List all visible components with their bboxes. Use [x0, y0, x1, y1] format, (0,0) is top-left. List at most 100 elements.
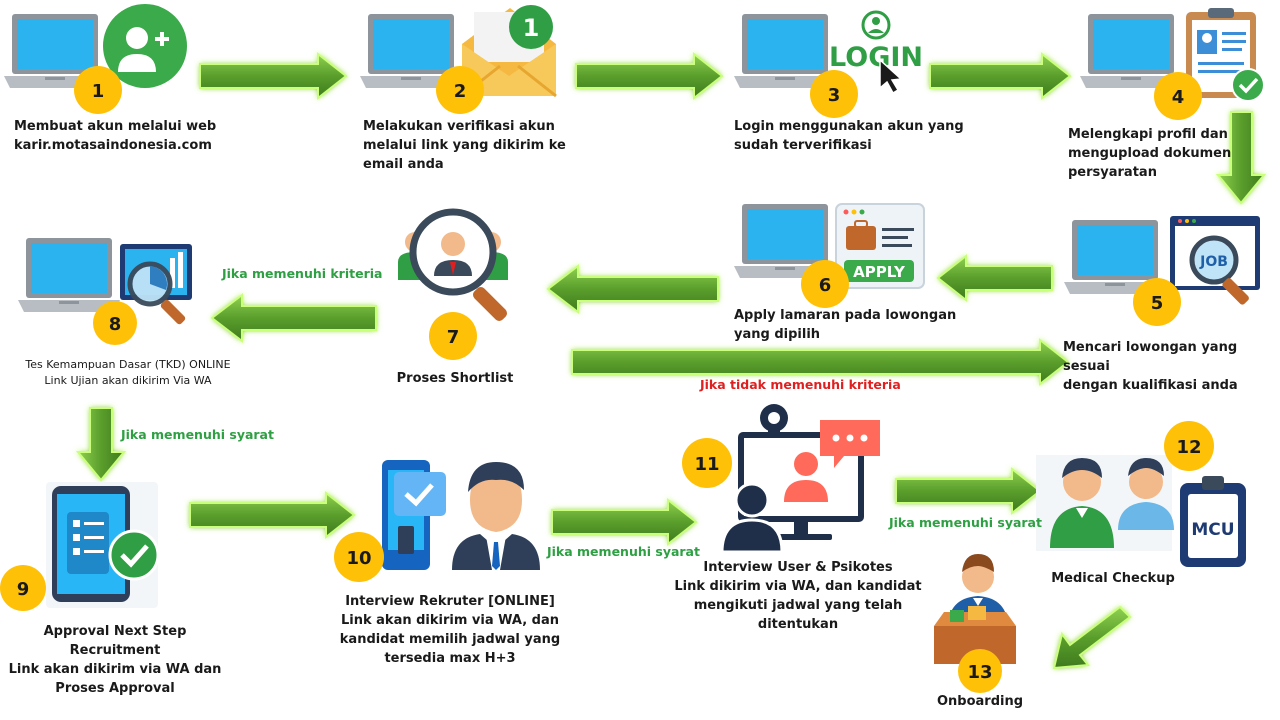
step-3-label: Login menggunakan akun yang sudah terver…: [734, 117, 964, 155]
label-line: Login menggunakan akun yang: [734, 119, 964, 134]
label-line: melalui link yang dikirim ke: [363, 138, 566, 153]
step-10-icons: [382, 460, 540, 570]
arrow-3-4: [929, 51, 1072, 101]
step-badge-8: 8: [93, 301, 137, 345]
step-6-label: Apply lamaran pada lowongan yang dipilih: [734, 306, 956, 344]
step-13-label: Onboarding: [920, 692, 1040, 711]
apply-icon: APPLY: [835, 203, 925, 289]
step-12-label: Medical Checkup: [1040, 569, 1186, 588]
step-badge-6: 6: [801, 260, 849, 308]
svg-text:8: 8: [109, 314, 122, 335]
label-line: Proses Shortlist: [396, 371, 514, 386]
svg-text:1: 1: [523, 14, 540, 42]
svg-text:1: 1: [92, 81, 105, 102]
label-line: kandidat memilih jadwal yang: [339, 632, 561, 647]
label-line: Proses Approval: [55, 681, 175, 696]
laptop-icon: [18, 238, 120, 312]
step-8-label: Tes Kemampuan Dasar (TKD) ONLINE Link Uj…: [8, 357, 248, 389]
step-badge-5: 5: [1133, 278, 1181, 326]
step-badge-2: 2: [436, 66, 484, 114]
label-line: sudah terverifikasi: [734, 138, 872, 153]
step-4-label: Melengkapi profil dan mengupload dokumen…: [1068, 125, 1231, 182]
step-12-icons: MCU: [1036, 455, 1246, 567]
arrow-11-12: [895, 466, 1042, 516]
interview-approval-icon: [382, 460, 446, 570]
svg-text:LOGIN: LOGIN: [829, 42, 923, 73]
checkmark-icon: [1231, 68, 1265, 102]
label-line: ditentukan: [757, 617, 839, 632]
svg-text:12: 12: [1176, 437, 1201, 458]
label-line: Link dikirim via WA, dan kandidat: [674, 579, 922, 594]
svg-text:3: 3: [828, 85, 841, 106]
label-line: Approval Next Step Recruitment: [43, 624, 187, 658]
notification-badge-icon: 1: [509, 5, 553, 49]
svg-text:13: 13: [967, 662, 992, 683]
svg-text:11: 11: [694, 454, 719, 475]
patient-icon: [1118, 458, 1174, 530]
label-line: Link akan dikirim via WA dan: [8, 662, 222, 677]
label-line: persyaratan: [1068, 165, 1157, 180]
step-11-label: Interview User & Psikotes Link dikirim v…: [672, 558, 924, 634]
step-7-label: Proses Shortlist: [380, 369, 530, 388]
arrow-5-6: [936, 253, 1053, 303]
step-badge-4: 4: [1154, 72, 1202, 120]
label-line: Mencari lowongan yang sesuai: [1063, 340, 1238, 374]
step-2-label: Melakukan verifikasi akun melalui link y…: [363, 117, 566, 174]
label-line: Melakukan verifikasi akun: [363, 119, 555, 134]
step-9-label: Approval Next Step Recruitment Link akan…: [2, 622, 228, 698]
arrow-10-11: [551, 497, 698, 547]
arrow-12-13: [1052, 605, 1132, 670]
step-badge-1: 1: [74, 66, 122, 114]
svg-text:5: 5: [1151, 293, 1164, 314]
label-line: Apply lamaran pada lowongan: [734, 308, 957, 323]
arrow-1-2: [199, 51, 348, 101]
label-line: Melengkapi profil dan: [1068, 127, 1228, 142]
label-line: Interview User & Psikotes: [703, 560, 893, 575]
step-7-icons: [398, 208, 508, 322]
number-badges: 1 2 3 4 5 6 7 8 9 10 11 12 13: [0, 66, 1214, 693]
box-icon: [934, 606, 1016, 664]
svg-text:APPLY: APPLY: [853, 263, 906, 281]
step-5-icons: JOB: [1064, 216, 1260, 305]
arrow-7-8: [210, 292, 377, 344]
step-5-label: Mencari lowongan yang sesuai dengan kual…: [1063, 338, 1280, 395]
label-line: karir.motasaindonesia.com: [14, 138, 212, 153]
step-badge-9: 9: [0, 565, 46, 611]
job-search-icon: JOB: [1170, 216, 1260, 305]
svg-text:7: 7: [447, 327, 460, 348]
step-badge-10: 10: [334, 532, 384, 582]
step-10-label: Interview Rekruter [ONLINE] Link akan di…: [330, 592, 570, 668]
step-badge-3: 3: [810, 70, 858, 118]
condition-criteria-pass: Jika memenuhi kriteria: [222, 266, 383, 281]
step-13-icons: [934, 554, 1016, 664]
label-line: dengan kualifikasi anda: [1063, 378, 1238, 393]
svg-text:2: 2: [454, 81, 467, 102]
approval-phone-icon: [52, 486, 130, 602]
shortlist-people-icon: [398, 208, 508, 322]
arrow-8-9: [75, 407, 127, 482]
step-1-icons: [4, 4, 187, 88]
recruiter-person-icon: [452, 462, 540, 570]
label-line: Membuat akun melalui web: [14, 119, 217, 134]
svg-text:10: 10: [346, 548, 371, 569]
condition-requirement-pass-12: Jika memenuhi syarat: [889, 515, 1042, 530]
condition-criteria-fail: Jika tidak memenuhi kriteria: [700, 377, 901, 392]
add-user-icon: [103, 4, 187, 88]
chat-bubble-icon: [820, 420, 880, 468]
step-4-icons: [1080, 8, 1265, 102]
label-line: mengikuti jadwal yang telah: [693, 598, 903, 613]
step-3-icons: LOGIN: [734, 10, 923, 95]
label-line: mengupload dokumen: [1068, 146, 1232, 161]
mcu-clipboard-icon: MCU: [1180, 476, 1246, 567]
label-line: email anda: [363, 157, 444, 172]
svg-text:MCU: MCU: [1191, 520, 1234, 540]
step-badge-11: 11: [682, 438, 732, 488]
arrow-9-10: [189, 490, 356, 540]
svg-text:JOB: JOB: [1199, 254, 1228, 270]
step-1-label: Membuat akun melalui web karir.motasaind…: [14, 117, 216, 155]
step-9-icons: [46, 482, 160, 608]
arrow-6-7: [546, 263, 719, 315]
arrow-fail-to-5: [571, 337, 1070, 387]
condition-requirement-pass-9: Jika memenuhi syarat: [121, 427, 274, 442]
